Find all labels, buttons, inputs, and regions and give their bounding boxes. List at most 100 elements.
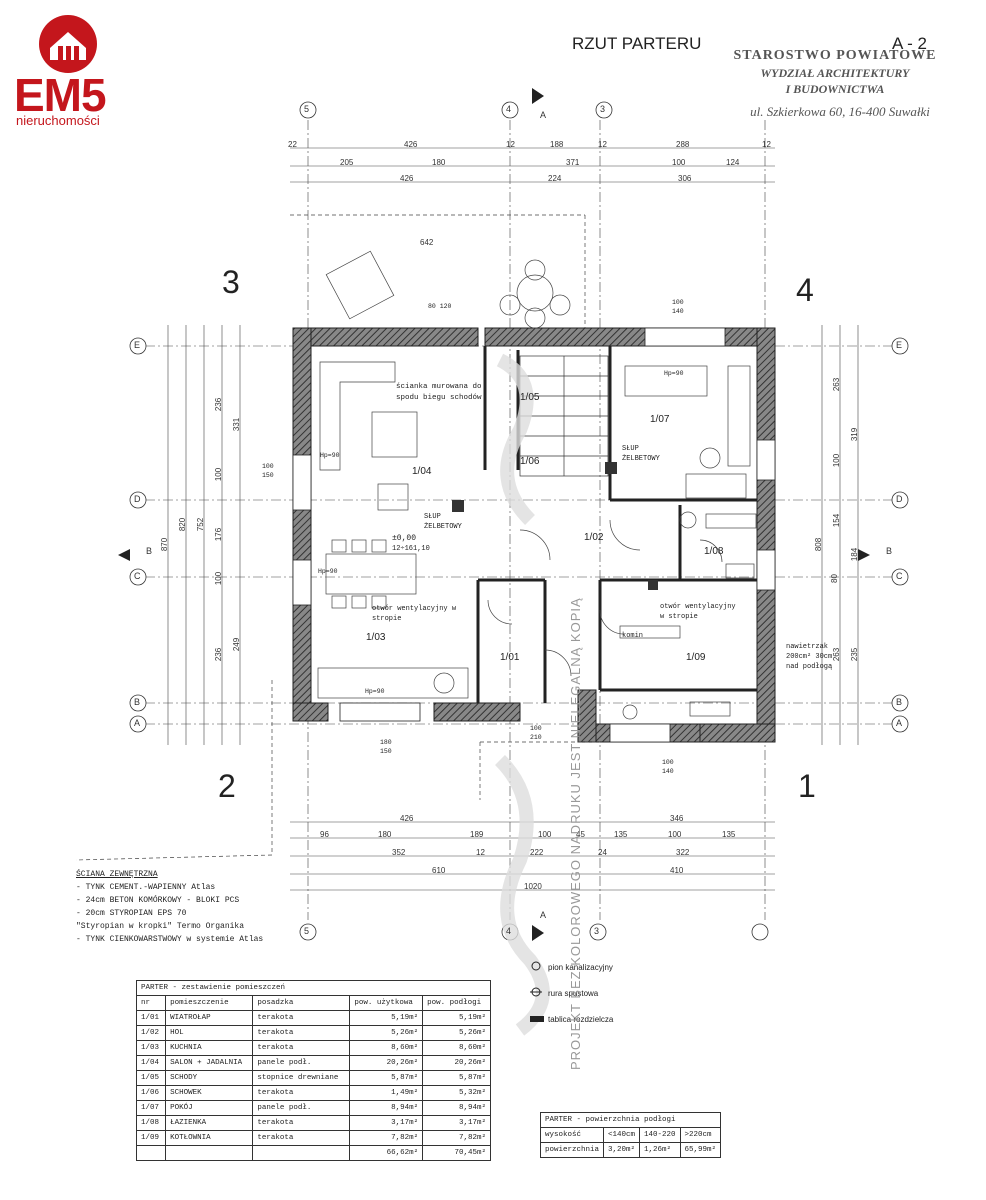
sill-height-2: Hp=90 <box>320 452 340 459</box>
table-cell: 1/04 <box>135 1055 167 1071</box>
brand-tagline: nieruchomości <box>16 113 100 128</box>
wall-note-line: - 24cm BETON KOMÓRKOWY - BLOKI PCS <box>76 896 240 905</box>
total-usable: 66,62m² <box>349 1145 424 1161</box>
dim-top-r3-1: 426 <box>400 174 414 183</box>
axis-col-4-bottom: 4 <box>506 926 512 936</box>
legend-label: tablica rozdzielcza <box>548 1015 614 1024</box>
dim-top-2: 426 <box>404 140 418 149</box>
dim-bot-r3-3: 222 <box>530 848 544 857</box>
table-cell: 20,26m² <box>422 1055 491 1071</box>
axis-row-a-left: A <box>134 718 141 728</box>
table-cell: 5,26m² <box>422 1025 491 1041</box>
dim-left-1: 870 <box>160 537 170 552</box>
dim-bot-r2-1: 96 <box>320 830 329 839</box>
sill-height-1: Hp=90 <box>318 568 338 575</box>
table-cell: 5,87m² <box>349 1070 424 1086</box>
dim-right-7: 80 <box>829 574 839 583</box>
vent-note-1: otwór wentylacyjny w stropie <box>372 605 457 623</box>
axis-row-a-right: A <box>896 718 903 728</box>
approval-stamp-line2: WYDZIAŁ ARCHITEKTURY <box>760 66 910 80</box>
table-cell: panele podł. <box>252 1100 351 1116</box>
section-mark-b-right: B <box>886 546 893 556</box>
table-header: 140-220 <box>639 1127 681 1143</box>
dim-top-r2-2: 180 <box>432 158 446 167</box>
room-label-1-02: 1/02 <box>584 532 604 543</box>
axis-row-d-right: D <box>896 494 903 504</box>
table-cell: SCHODY <box>165 1070 254 1086</box>
table-header: >220cm <box>679 1127 722 1143</box>
sheet-number: A - 2 <box>892 34 927 53</box>
dim-left-5: 236 <box>214 397 224 412</box>
window-tag-left: 100 150 <box>262 463 274 479</box>
dim-top-r3-2: 224 <box>548 174 562 183</box>
approval-stamp-line4: ul. Szkierkowa 60, 16-400 Suwałki <box>750 104 930 119</box>
dim-right-2: 319 <box>850 427 860 442</box>
brand-logo <box>10 8 130 133</box>
table-cell: KOTŁOWNIA <box>165 1130 254 1146</box>
downpipe-icon: rura spustowa <box>522 981 682 1007</box>
wall-note-line: "Styropian w kropki" Termo Organika <box>76 922 245 931</box>
drawing-title: RZUT PARTERU <box>572 34 702 53</box>
dim-left-6: 100 <box>214 467 224 482</box>
room-label-1-07: 1/07 <box>650 414 670 425</box>
chimney-label: komin <box>622 632 644 640</box>
dim-top-3: 12 <box>506 140 515 149</box>
table-cell: stopnice drewniane <box>252 1070 351 1086</box>
axis-col-4-top: 4 <box>506 104 512 114</box>
dim-bot-r3-2: 12 <box>476 848 485 857</box>
table-cell: 20,26m² <box>349 1055 424 1071</box>
legend-label: rura spustowa <box>548 989 599 998</box>
table-total-row: 66,62m² 70,45m² <box>135 1145 491 1161</box>
dim-top-r2-5: 124 <box>726 158 740 167</box>
dim-top-1: 22 <box>288 140 297 149</box>
dim-left-9: 236 <box>214 647 224 662</box>
table-cell: 8,94m² <box>422 1100 491 1116</box>
dim-left-7: 176 <box>214 527 224 542</box>
stair-wall-note: ścianka murowana do spodu biegu schodów <box>396 383 482 402</box>
table-header-row: wysokość <140cm 140-220 >220cm <box>539 1127 722 1143</box>
axis-row-d-left: D <box>134 494 141 504</box>
floor-area-table: PARTER - powierzchnia podłogi wysokość <… <box>539 1112 722 1158</box>
table-header: pow. użytkowa <box>349 995 424 1011</box>
table-cell: terakota <box>252 1130 351 1146</box>
wall-notes-title: ŚCIANA ZEWNĘTRZNA <box>76 870 158 879</box>
table-cell: 1/06 <box>135 1085 167 1101</box>
window-tag-top-2: 80 120 <box>428 303 452 310</box>
room-label-1-08: 1/08 <box>704 546 724 557</box>
door-tag-bottom: 100 210 <box>530 725 542 741</box>
table-cell: 1,26m² <box>639 1142 681 1158</box>
table-cell: 8,94m² <box>349 1100 424 1116</box>
axis-row-e-left: E <box>134 340 141 350</box>
dim-terrace-642: 642 <box>420 238 434 247</box>
dim-top-5: 12 <box>598 140 607 149</box>
axis-col-3-bottom: 3 <box>594 926 600 936</box>
house-icon <box>39 15 97 73</box>
dim-left-2: 820 <box>178 517 188 532</box>
table-cell: panele podł. <box>252 1055 351 1071</box>
quadrant-label-3: 3 <box>222 264 240 300</box>
table-cell: terakota <box>252 1025 351 1041</box>
table-cell: WIATROŁAP <box>165 1010 254 1026</box>
table-cell: 5,26m² <box>349 1025 424 1041</box>
section-mark-b-left: B <box>146 546 153 556</box>
dim-right-4: 100 <box>832 453 842 468</box>
area-table-title: PARTER - powierzchnia podłogi <box>539 1112 722 1128</box>
table-cell: 65,99m² <box>679 1142 722 1158</box>
copy-watermark: PROJEKT BEZ KOLOROWEGO NADRUKU JEST NIEL… <box>568 597 583 1070</box>
quadrant-label-2: 2 <box>218 768 236 804</box>
dim-top-4: 188 <box>550 140 564 149</box>
sill-height-3: Hp=90 <box>365 688 385 695</box>
table-cell: SALON + JADALNIA <box>165 1055 254 1071</box>
room-label-1-04: 1/04 <box>412 466 432 477</box>
legend-label: pion kanalizacyjny <box>548 963 613 972</box>
room-label-1-03: 1/03 <box>366 632 386 643</box>
approval-stamp-line3: I BUDOWNICTWA <box>785 82 885 96</box>
table-cell: 8,60m² <box>349 1040 424 1056</box>
level-mark: ±0,00 <box>392 534 417 543</box>
dim-bot-r5-1: 1020 <box>524 882 542 891</box>
